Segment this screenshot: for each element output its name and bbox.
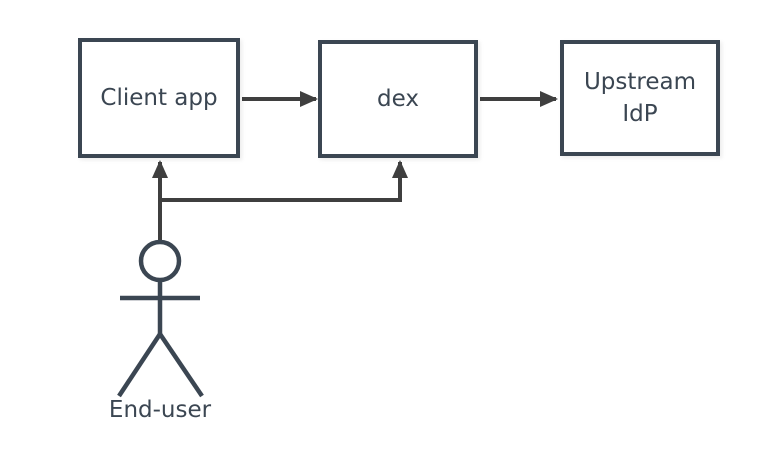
node-client-app-label: Client app — [100, 85, 218, 111]
actor-leg-left — [117, 332, 162, 398]
actor-end-user — [117, 239, 204, 398]
node-dex: dex — [318, 40, 478, 158]
edge-end-user-to-dex — [160, 160, 408, 202]
node-dex-label: dex — [377, 86, 419, 112]
node-upstream-idp-label: Upstream IdP — [583, 69, 697, 127]
actor-leg-right — [158, 332, 204, 398]
node-upstream-idp: Upstream IdP — [560, 40, 720, 156]
actor-label: End-user — [108, 397, 212, 423]
actor-head — [138, 239, 182, 283]
node-client-app: Client app — [78, 38, 240, 158]
